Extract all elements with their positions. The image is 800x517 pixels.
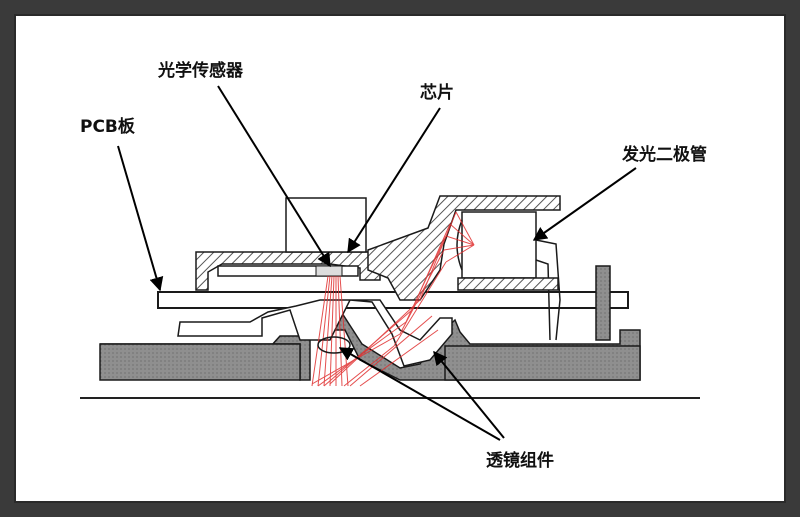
base-left [99,343,301,381]
label-pcb-board: PCB板 [80,116,136,137]
light-rays [311,211,475,387]
led-housing [367,195,561,301]
lens-body [177,299,453,367]
pcb-board-arrow [117,145,164,292]
lens-dome [317,336,351,354]
lens-arrow-right [433,350,505,439]
lens-arrow-left [338,347,501,441]
led-holder [457,277,559,291]
label-chip: 芯片 [420,82,454,103]
sensor-plate [217,265,359,277]
base-right [444,345,641,381]
label-led: 发光二极管 [621,144,707,165]
right-clip [595,265,611,341]
label-optical-sensor: 光学传感器 [157,60,244,81]
label-lens-assembly: 透镜组件 [486,450,554,471]
sensor-die [315,265,343,277]
led-lens [456,219,463,271]
led-arrow [532,167,637,241]
chip-arrow [347,107,441,254]
led-leads [535,239,561,341]
pcb-board-shape [157,291,629,309]
optical-sensor-arrow [217,85,331,268]
